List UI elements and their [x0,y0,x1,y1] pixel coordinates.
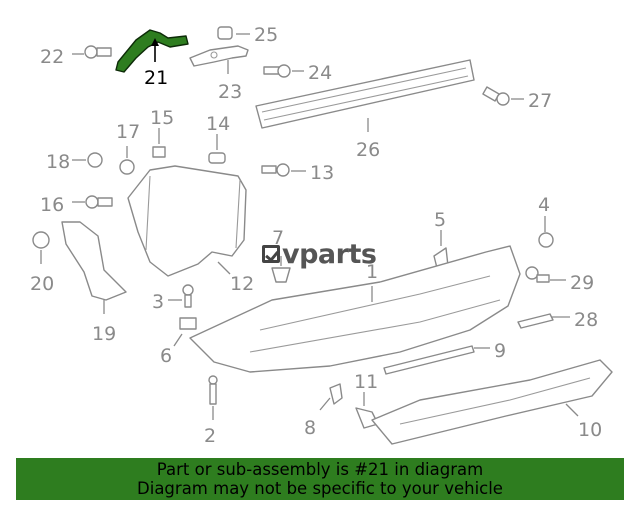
label-16[interactable]: 16 [40,194,64,216]
part-22-bolt[interactable] [84,45,112,59]
part-28-trim[interactable] [517,313,554,329]
label-17[interactable]: 17 [116,121,140,143]
label-10[interactable]: 10 [578,419,602,441]
label-20[interactable]: 20 [30,273,54,295]
watermark-text: vparts [282,238,377,270]
label-27[interactable]: 27 [528,90,552,112]
part-11-retainer[interactable] [355,407,379,429]
label-25[interactable]: 25 [254,24,278,46]
label-5[interactable]: 5 [434,209,446,231]
label-3[interactable]: 3 [152,291,164,313]
part-10-lower-valance[interactable] [371,359,613,445]
banner-line-2: Diagram may not be specific to your vehi… [137,479,503,498]
part-4-clip[interactable] [538,232,554,248]
vparts-watermark: vparts [262,237,377,271]
leader-6 [173,333,183,347]
part-9-moulding[interactable] [383,345,475,375]
banner-line-1: Part or sub-assembly is #21 in diagram [156,460,484,479]
arrow-21 [151,38,159,46]
part-29-bolt[interactable] [525,266,550,283]
parts-diagram: 21 22 23 25 24 26 27 17 18 [30,24,613,447]
info-banner: Part or sub-assembly is #21 in diagram D… [16,458,624,500]
label-22[interactable]: 22 [40,46,64,68]
part-19-bracket[interactable] [61,221,127,301]
label-19[interactable]: 19 [92,323,116,345]
part-25-clip[interactable] [217,26,233,40]
part-12-side-retainer[interactable] [127,165,247,277]
leader-8 [319,397,331,411]
part-3-bolt[interactable] [182,284,194,308]
label-18[interactable]: 18 [46,151,70,173]
leader-12 [217,261,231,275]
part-6-clip[interactable] [179,317,197,330]
label-29[interactable]: 29 [570,272,594,294]
part-26-reinforcement[interactable] [255,59,475,129]
label-24[interactable]: 24 [308,62,332,84]
label-12[interactable]: 12 [230,273,254,295]
label-26[interactable]: 26 [356,139,380,161]
part-8-clip[interactable] [329,383,343,405]
label-23[interactable]: 23 [218,81,242,103]
label-21[interactable]: 21 [144,67,168,89]
label-28[interactable]: 28 [574,309,598,331]
part-20-clip[interactable] [32,231,50,249]
label-7[interactable]: 7 [272,227,284,249]
label-9[interactable]: 9 [494,340,506,362]
label-13[interactable]: 13 [310,162,334,184]
label-4[interactable]: 4 [538,194,550,216]
label-8[interactable]: 8 [304,417,316,439]
part-27-bolt[interactable] [482,86,510,106]
part-15-clip[interactable] [152,146,166,158]
part-23-bracket[interactable] [189,45,249,67]
label-15[interactable]: 15 [150,107,174,129]
part-16-bolt[interactable] [85,195,113,209]
part-7-fastener[interactable] [271,267,291,283]
label-2[interactable]: 2 [204,425,216,447]
label-1[interactable]: 1 [366,261,378,283]
part-1-bumper-cover[interactable] [189,245,521,373]
leader-10 [565,403,579,417]
check-logo-icon [262,245,280,263]
part-18-clip[interactable] [87,152,103,168]
part-24-bolt[interactable] [263,64,291,78]
part-17-clip[interactable] [119,159,135,175]
label-11[interactable]: 11 [354,371,378,393]
part-2-bolt[interactable] [208,375,218,405]
part-14-clip[interactable] [208,152,226,164]
part-21-bracket[interactable] [115,29,189,73]
label-6[interactable]: 6 [160,345,172,367]
part-13-bolt[interactable] [261,163,290,177]
label-14[interactable]: 14 [206,113,230,135]
